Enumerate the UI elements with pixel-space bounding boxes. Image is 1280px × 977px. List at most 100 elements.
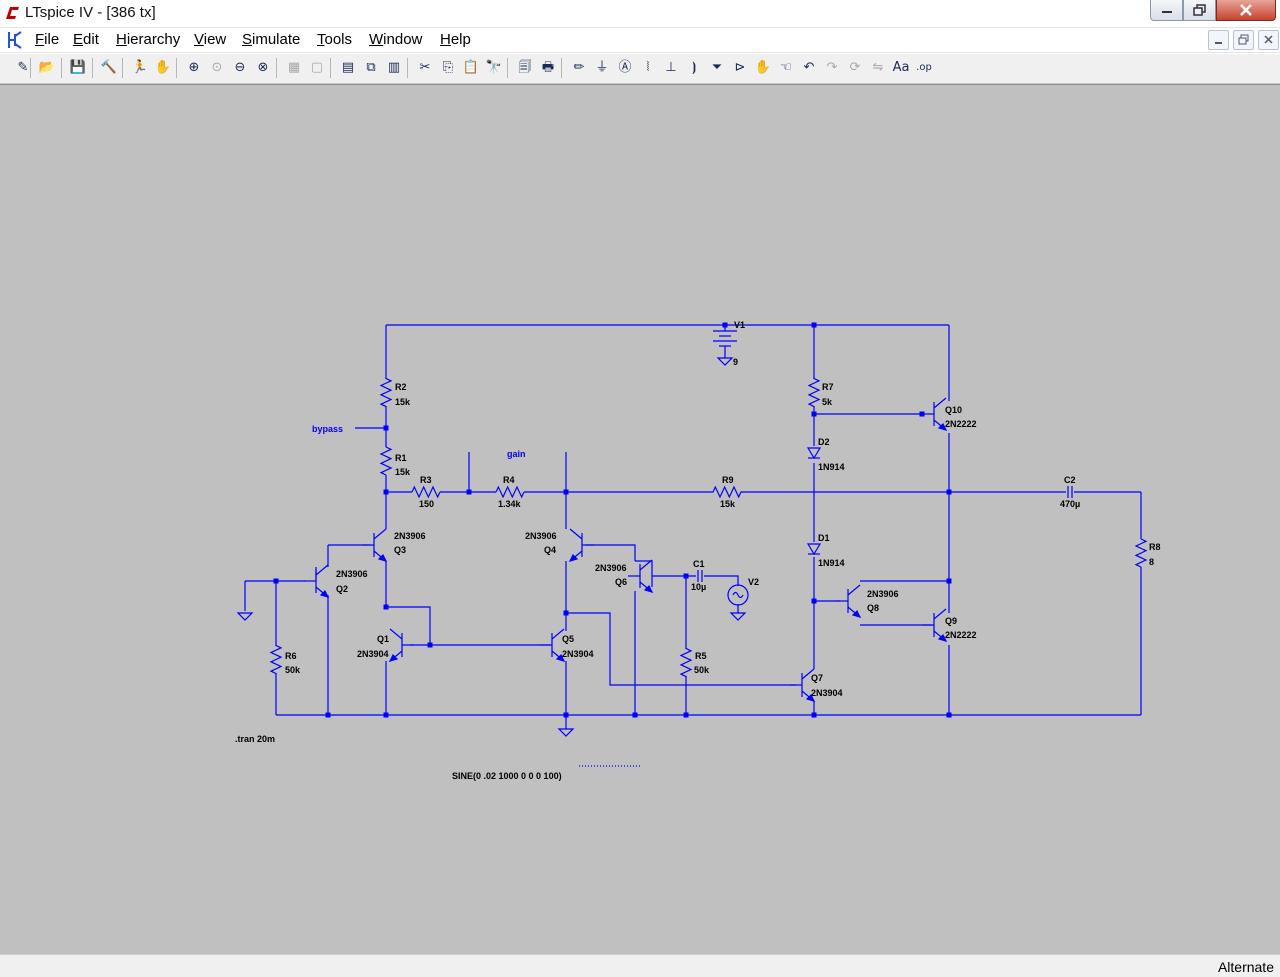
- run-icon[interactable]: 🏃: [131, 60, 149, 75]
- menu-file[interactable]: File: [35, 31, 60, 48]
- component-label-r9-value[interactable]: 15k: [720, 499, 736, 509]
- find-icon[interactable]: 🔭: [485, 60, 503, 75]
- redo-icon[interactable]: ↷: [826, 60, 838, 75]
- voltage-source-V2[interactable]: [727, 584, 749, 606]
- junction-dot[interactable]: [383, 425, 389, 431]
- cascade-icon[interactable]: ⧉: [366, 60, 376, 75]
- ground-symbol[interactable]: [716, 357, 734, 366]
- zoom-out-icon[interactable]: ⊖: [234, 60, 246, 75]
- zoom-reset-icon[interactable]: ▢: [310, 60, 324, 75]
- ground-symbol[interactable]: [729, 612, 747, 621]
- new-schematic-icon[interactable]: ✎: [17, 60, 29, 75]
- component-label-d2-ref[interactable]: D2: [818, 437, 830, 447]
- component-label-r9-ref[interactable]: R9: [722, 475, 734, 485]
- component-label-q2-value[interactable]: 2N3906: [336, 569, 368, 579]
- junction-dot[interactable]: [563, 489, 569, 495]
- resistor-R7[interactable]: [807, 377, 821, 408]
- print-icon[interactable]: 🖶: [541, 60, 555, 75]
- diode-D2[interactable]: [806, 447, 822, 460]
- drag-icon[interactable]: ☜: [780, 60, 792, 75]
- component-label-q8-ref[interactable]: Q8: [867, 603, 879, 613]
- component-label-r5-ref[interactable]: R5: [695, 651, 707, 661]
- source-spec-text[interactable]: SINE(0 .02 1000 0 0 0 100): [452, 771, 562, 781]
- menu-tools[interactable]: Tools: [317, 31, 353, 48]
- print-preview-icon[interactable]: 🗐: [518, 60, 532, 75]
- transistor-Q2[interactable]: [304, 564, 330, 598]
- net-label-bypass[interactable]: bypass: [312, 424, 343, 434]
- diode-icon[interactable]: ⏷: [711, 60, 723, 75]
- menu-window[interactable]: Window: [369, 31, 423, 48]
- restore-button[interactable]: [1183, 0, 1216, 21]
- wire-icon[interactable]: ✏: [573, 60, 585, 75]
- menu-hierarchy[interactable]: Hierarchy: [116, 31, 181, 48]
- component-label-q6-ref[interactable]: Q6: [615, 577, 627, 587]
- control-panel-icon[interactable]: 🔨: [100, 60, 118, 75]
- component-label-r2-value[interactable]: 15k: [395, 397, 411, 407]
- component-label-r3-ref[interactable]: R3: [420, 475, 432, 485]
- junction-dot[interactable]: [683, 573, 689, 579]
- component-label-d2-value[interactable]: 1N914: [818, 462, 845, 472]
- sine-wave-icon[interactable]: [732, 591, 744, 599]
- voltage-source-V1[interactable]: [713, 330, 737, 358]
- tile-vertical-icon[interactable]: ▥: [387, 60, 401, 75]
- menu-help[interactable]: Help: [440, 31, 471, 48]
- capacitor-C1[interactable]: [697, 570, 703, 582]
- transistor-Q8[interactable]: [836, 584, 862, 618]
- junction-dot[interactable]: [466, 489, 472, 495]
- component-label-r1-ref[interactable]: R1: [395, 453, 407, 463]
- component-label-q8-value[interactable]: 2N3906: [867, 589, 899, 599]
- label-net-icon[interactable]: Ⓐ: [618, 60, 632, 75]
- component-label-q9-ref[interactable]: Q9: [945, 616, 957, 626]
- ground-symbol[interactable]: [557, 728, 575, 737]
- component-label-q7-value[interactable]: 2N3904: [811, 688, 843, 698]
- junction-dot[interactable]: [683, 712, 689, 718]
- resistor-R5[interactable]: [679, 647, 693, 678]
- junction-dot[interactable]: [946, 578, 952, 584]
- resistor-R9[interactable]: [712, 485, 742, 499]
- save-icon[interactable]: 💾: [69, 60, 87, 75]
- net-label-gain[interactable]: gain: [507, 449, 526, 459]
- junction-dot[interactable]: [383, 712, 389, 718]
- mdi-minimize-button[interactable]: [1208, 30, 1229, 50]
- junction-dot[interactable]: [632, 712, 638, 718]
- transistor-Q5[interactable]: [540, 628, 566, 662]
- menu-view[interactable]: View: [194, 31, 227, 48]
- component-label-r5-value[interactable]: 50k: [694, 665, 710, 675]
- halt-icon[interactable]: ✋: [154, 60, 172, 75]
- transistor-Q7[interactable]: [790, 668, 816, 702]
- zoom-fit-icon[interactable]: ⊗: [257, 60, 269, 75]
- component-label-q3-value[interactable]: 2N3906: [394, 531, 426, 541]
- transistor-Q9[interactable]: [922, 608, 948, 642]
- component-label-r7-value[interactable]: 5k: [822, 397, 833, 407]
- resistor-R3[interactable]: [411, 485, 441, 499]
- junction-dot[interactable]: [946, 489, 952, 495]
- junction-dot[interactable]: [722, 322, 728, 328]
- component-label-v2-ref[interactable]: V2: [748, 577, 759, 587]
- ground-symbol[interactable]: [236, 612, 254, 621]
- transistor-Q4[interactable]: [568, 528, 594, 562]
- component-label-q7-ref[interactable]: Q7: [811, 673, 823, 683]
- close-button[interactable]: [1216, 0, 1276, 21]
- spice-directive-tran[interactable]: .tran 20m: [235, 734, 275, 744]
- menu-edit[interactable]: Edit: [73, 31, 99, 48]
- component-label-q1-value[interactable]: 2N3904: [357, 649, 389, 659]
- component-label-q4-ref[interactable]: Q4: [544, 545, 556, 555]
- transistor-Q3[interactable]: [362, 528, 388, 562]
- junction-dot[interactable]: [383, 604, 389, 610]
- capacitor-icon[interactable]: ⊥: [665, 60, 677, 75]
- component-label-c1-ref[interactable]: C1: [693, 559, 705, 569]
- menu-simulate[interactable]: Simulate: [242, 31, 301, 48]
- component-label-q10-ref[interactable]: Q10: [945, 405, 962, 415]
- resistor-icon[interactable]: ⦚: [646, 60, 650, 75]
- diode-D1[interactable]: [806, 543, 822, 556]
- junction-dot[interactable]: [811, 712, 817, 718]
- component-label-c2-value[interactable]: 470µ: [1060, 499, 1080, 509]
- component-label-q2-ref[interactable]: Q2: [336, 584, 348, 594]
- copy-icon[interactable]: ⎘: [442, 60, 454, 75]
- junction-dot[interactable]: [427, 642, 433, 648]
- component-label-q10-value[interactable]: 2N2222: [945, 419, 977, 429]
- junction-dot[interactable]: [273, 578, 279, 584]
- component-label-r2-ref[interactable]: R2: [395, 382, 407, 392]
- cut-icon[interactable]: ✂: [419, 60, 431, 75]
